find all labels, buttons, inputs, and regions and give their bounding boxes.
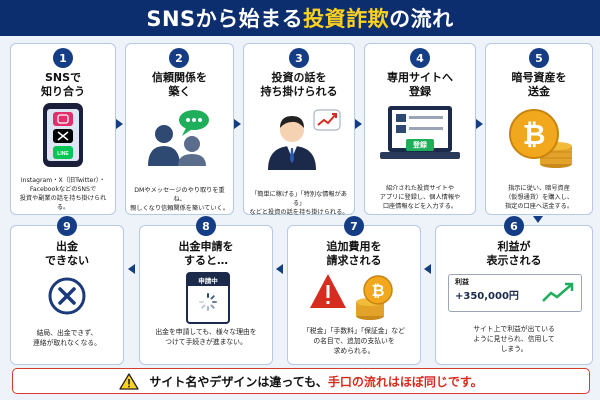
step-number: 7 xyxy=(344,216,364,236)
profit-panel: 利益 +350,000円 xyxy=(448,274,582,312)
arrow-right-icon xyxy=(116,119,123,129)
step-card-9: 9 出金 できない 結局、出金できず、 連絡が取れなくなる。 xyxy=(10,216,124,365)
step-description: 「簡単に稼げる」「特別な情報がある」 などと投資の話を持ち掛けられる。 xyxy=(249,191,349,216)
step-heading: 暗号資産を 送金 xyxy=(511,71,567,98)
step-heading: 出金申請を すると… xyxy=(178,240,234,267)
step-card-6: 6 利益が 表示される 利益 +350,000円 サイト上で利益が出ている よう… xyxy=(435,216,593,365)
arrow-right-icon xyxy=(355,119,362,129)
profit-value: +350,000円 xyxy=(455,291,519,302)
page-title: SNSから始まる投資詐欺の流れ xyxy=(0,0,600,36)
loading-spinner-icon xyxy=(199,293,217,311)
step-description: 結局、出金できず、 連絡が取れなくなる。 xyxy=(33,329,101,347)
step-number: 8 xyxy=(196,216,216,236)
step-heading: 出金 できない xyxy=(45,240,89,267)
step-number: 3 xyxy=(289,48,309,68)
svg-text:LINE: LINE xyxy=(57,151,69,157)
smartphone-icon: LINE xyxy=(43,103,83,167)
laptop-icon xyxy=(380,106,460,159)
step-number: 1 xyxy=(53,48,73,68)
step-number: 6 xyxy=(504,216,524,236)
bitcoin-coins-icon: ₿ xyxy=(509,109,572,168)
arrow-right-icon xyxy=(234,119,241,129)
arrow-left-icon xyxy=(276,264,283,274)
profit-label: 利益 xyxy=(455,278,469,286)
title-highlight: 投資詐欺 xyxy=(303,7,390,31)
step-heading: 投資の話を 持ち掛けられる xyxy=(260,71,338,98)
pending-screen: 申請中 xyxy=(186,272,230,324)
step-card-7: 7 追加費用を 請求される ₿ 「税金」「手数料」「保証金」など の名目で、追加… xyxy=(287,216,421,365)
step-heading: 追加費用を 請求される xyxy=(326,240,382,267)
warning-coins-icon: ₿ xyxy=(310,274,393,320)
svg-text:₿: ₿ xyxy=(523,118,546,151)
step-description: 出金を申請しても、様々な理由を つけて手続きが進まない。 xyxy=(155,328,257,346)
step-card-1: 1 SNSで 知り合う LINE Instagram・X（旧Twitter）・ … xyxy=(10,43,116,215)
rising-chart-icon xyxy=(542,282,574,302)
people-chat-icon xyxy=(148,110,209,166)
warning-banner: サイト名やデザインは違っても、手口の流れはほぼ同じです。 xyxy=(12,368,590,394)
banner-text: サイト名やデザインは違っても、 xyxy=(149,374,328,389)
step-description: DMやメッセージのやり取りを重ね、 親しくなり信頼関係を築いていく。 xyxy=(130,187,229,212)
arrow-down-icon xyxy=(533,216,543,223)
step-number: 2 xyxy=(169,48,189,68)
svg-text:₿: ₿ xyxy=(371,281,384,300)
arrow-left-icon xyxy=(128,264,135,274)
step-number: 4 xyxy=(410,48,430,68)
title-part1: SNSから始まる xyxy=(146,7,304,31)
pending-badge: 申請中 xyxy=(188,274,228,286)
warning-triangle-icon xyxy=(119,372,140,390)
step-number: 9 xyxy=(57,216,77,236)
step-description: 紹介された投資サイトや アプリに登録し、個人情報や 口座情報などを入力する。 xyxy=(379,185,461,210)
step-card-2: 2 信頼関係を 築く DMやメッセージのやり取りを重ね、 親しくなり信頼関係を築… xyxy=(125,43,234,215)
banner-highlight: 手口の流れはほぼ同じです。 xyxy=(327,374,483,389)
step-heading: SNSで 知り合う xyxy=(41,71,85,98)
step-card-8: 8 出金申請を すると… 申請中 出金を申請しても、様々な理由を つけて手続きが… xyxy=(139,216,273,365)
step-description: 指示に従い、暗号資産 （仮想通貨）を購入し、 指定の口座へ送金する。 xyxy=(504,185,574,210)
title-part2: の流れ xyxy=(389,7,454,31)
cross-circle-icon xyxy=(48,277,86,315)
register-button[interactable]: 登録 xyxy=(406,139,434,151)
arrow-left-icon xyxy=(424,264,431,274)
businessman-icon xyxy=(268,109,341,170)
step-card-3: 3 投資の話を 持ち掛けられる 「簡単に稼げる」「特別な情報がある」 などと投資… xyxy=(243,43,355,216)
step-heading: 専用サイトへ 登録 xyxy=(387,71,453,98)
step-heading: 利益が 表示される xyxy=(486,240,542,267)
step-description: サイト上で利益が出ている ように見せられ、信用して しまう。 xyxy=(473,325,555,353)
step-card-4: 4 専用サイトへ 登録 登録 紹介された投資サイトや アプリに登録し、個人情報や… xyxy=(364,43,476,215)
step-description: 「税金」「手数料」「保証金」など の名目で、追加の支払いを 求められる。 xyxy=(303,327,405,355)
step-number: 5 xyxy=(529,48,549,68)
step-card-5: 5 暗号資産を 送金 ₿ 指示に従い、暗号資産 （仮想通貨）を購入し、 指定の口… xyxy=(485,43,593,215)
step-heading: 信頼関係を 築く xyxy=(152,71,207,98)
step-description: Instagram・X（旧Twitter）・ FacebookなどのSNSで 投… xyxy=(19,177,107,211)
arrow-right-icon xyxy=(476,119,483,129)
